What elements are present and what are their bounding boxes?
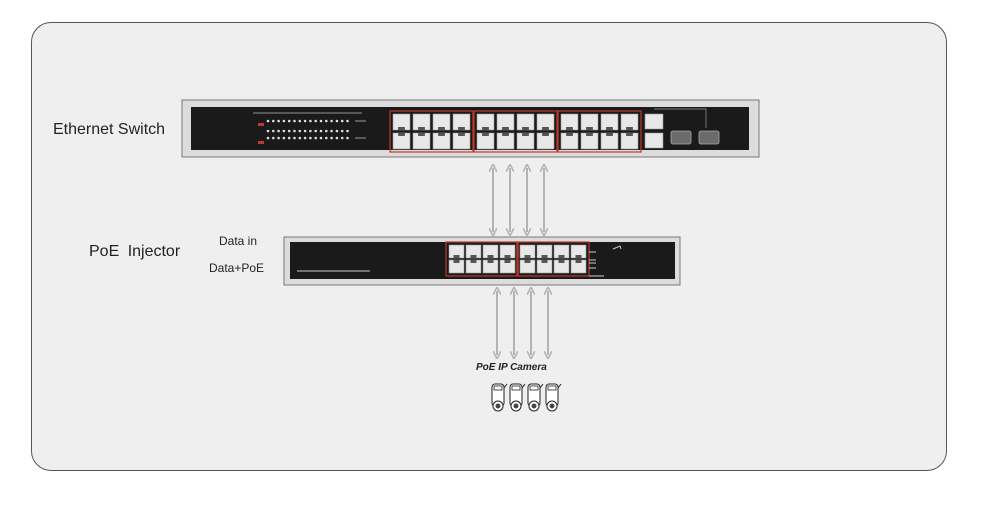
poe-ip-camera-label: PoE IP Camera	[476, 362, 547, 373]
switch-led-panel	[253, 112, 366, 144]
status-led	[282, 129, 286, 133]
camera-icon	[545, 383, 562, 412]
injector-indicators	[589, 245, 622, 277]
status-led	[282, 136, 286, 140]
status-led	[340, 136, 344, 140]
arrows-switch-to-injector	[493, 168, 544, 232]
status-led	[314, 119, 318, 123]
status-led	[293, 119, 296, 123]
ethernet-switch	[181, 99, 760, 158]
uplink-port	[644, 132, 664, 149]
data-poe-label: Data+PoE	[209, 261, 265, 275]
status-led	[272, 119, 275, 123]
status-led	[314, 136, 318, 140]
status-led	[287, 119, 291, 123]
status-led	[330, 129, 333, 133]
switch-port-group	[473, 110, 558, 153]
sfp-slot	[698, 130, 720, 145]
status-led	[282, 119, 286, 123]
status-led	[346, 129, 349, 133]
poe-ip-cameras	[491, 383, 562, 412]
status-led	[319, 119, 323, 123]
status-led	[319, 136, 323, 140]
switch-uplink-ports	[644, 108, 707, 149]
status-led	[298, 136, 302, 140]
status-led	[309, 129, 312, 133]
status-led	[277, 129, 280, 133]
injector-port-group	[516, 241, 590, 277]
status-led	[287, 136, 291, 140]
status-led	[325, 119, 328, 123]
poe-injector-label: PoE Injector	[89, 243, 181, 260]
status-led	[346, 119, 349, 123]
status-led	[266, 119, 270, 123]
status-led	[314, 129, 318, 133]
status-led	[277, 119, 280, 123]
status-led	[293, 136, 296, 140]
injector-port-group	[445, 241, 519, 277]
data-in-label: Data in	[219, 234, 258, 248]
switch-port-groups	[389, 110, 642, 153]
status-led	[266, 136, 270, 140]
uplink-port	[644, 113, 664, 130]
status-led	[266, 129, 270, 133]
status-led	[309, 119, 312, 123]
camera-icon	[527, 383, 544, 412]
status-led	[277, 136, 280, 140]
status-led	[303, 136, 307, 140]
camera-icon	[491, 383, 508, 412]
status-led	[309, 136, 312, 140]
status-led	[340, 129, 344, 133]
switch-port-group	[389, 110, 474, 153]
status-led	[298, 129, 302, 133]
status-led	[346, 136, 349, 140]
status-led	[287, 129, 291, 133]
status-led	[330, 136, 333, 140]
status-led	[303, 119, 307, 123]
sfp-slot	[670, 130, 692, 145]
status-led	[325, 129, 328, 133]
status-led	[325, 136, 328, 140]
arrows-injector-to-cameras	[497, 291, 548, 355]
status-led	[335, 136, 339, 140]
status-led	[319, 129, 323, 133]
poe-injector	[283, 236, 681, 286]
status-led	[340, 119, 344, 123]
status-led	[303, 129, 307, 133]
switch-port-group	[557, 110, 642, 153]
status-led	[330, 119, 333, 123]
switch-sfp-slots	[670, 130, 720, 145]
status-led	[293, 129, 296, 133]
ethernet-switch-label: Ethernet Switch	[53, 121, 166, 138]
status-led	[335, 119, 339, 123]
status-led	[272, 136, 275, 140]
status-led	[298, 119, 302, 123]
camera-icon	[509, 383, 526, 412]
status-led	[335, 129, 339, 133]
status-led	[272, 129, 275, 133]
injector-port-groups	[445, 241, 590, 277]
